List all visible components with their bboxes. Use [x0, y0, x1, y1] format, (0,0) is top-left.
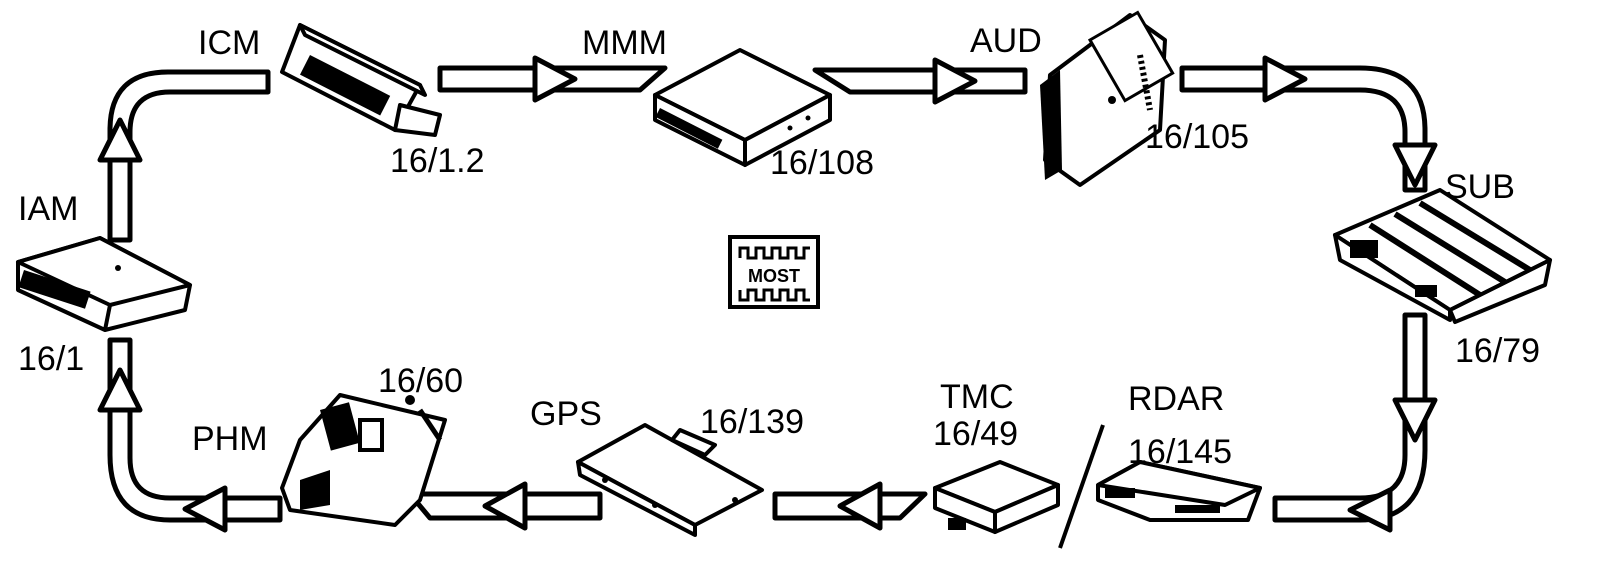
arrowhead-right-1	[532, 55, 578, 103]
divider-slash	[1058, 424, 1105, 549]
label-tmc: TMC	[940, 378, 1014, 416]
code-tmc: 16/49	[933, 415, 1018, 453]
most-bus-badge: MOST	[728, 235, 820, 309]
arrowhead-left-1	[1347, 487, 1393, 533]
label-icm: ICM	[198, 24, 260, 62]
gps-module-icon	[576, 423, 764, 537]
radio-receiver-icon	[1096, 460, 1262, 522]
label-sub: SUB	[1445, 168, 1515, 206]
code-phm: 16/60	[378, 362, 463, 400]
media-drive-icon	[653, 48, 832, 167]
code-iam: 16/1	[18, 340, 84, 378]
arrowhead-right-2	[932, 57, 978, 105]
label-iam: IAM	[18, 190, 78, 228]
code-aud: 16/105	[1145, 118, 1249, 156]
arrowhead-left-4	[182, 485, 228, 533]
tuner-box-icon	[933, 460, 1060, 534]
ring-segment-iam-icm	[107, 69, 271, 243]
code-sub: 16/79	[1455, 332, 1540, 370]
code-gps: 16/139	[700, 403, 804, 441]
ring-segment-aud-sub	[1179, 65, 1428, 193]
phone-module-icon	[280, 393, 447, 527]
label-mmm: MMM	[582, 24, 667, 62]
arrowhead-up-left-bottom	[97, 367, 143, 413]
code-rdar: 16/145	[1128, 433, 1232, 471]
amplifier-board-icon	[1040, 10, 1175, 187]
arrowhead-up-left-top	[97, 117, 143, 163]
ring-segment-mmm-aud	[812, 67, 1028, 95]
arrowhead-left-2	[837, 481, 883, 531]
code-mmm: 16/108	[770, 144, 874, 182]
arrowhead-down-right-top	[1392, 142, 1438, 188]
heatsink-amplifier-icon	[1333, 188, 1552, 324]
label-aud: AUD	[970, 22, 1042, 60]
signal-wave-bottom-icon	[738, 288, 810, 302]
display-head-unit-icon	[280, 23, 442, 137]
most-badge-label: MOST	[748, 266, 800, 286]
signal-wave-top-icon	[738, 246, 810, 260]
label-phm: PHM	[192, 420, 268, 458]
code-icm: 16/1.2	[390, 142, 485, 180]
module-box-icon	[16, 236, 192, 332]
ring-segment-phm-iam	[107, 337, 283, 523]
label-rdar: RDAR	[1128, 380, 1224, 418]
arrowhead-right-3	[1262, 55, 1308, 103]
arrowhead-left-3	[482, 481, 528, 531]
label-gps: GPS	[530, 395, 602, 433]
arrowhead-down-right-bottom	[1392, 397, 1438, 443]
ring-segment-sub-rdar	[1272, 312, 1428, 523]
